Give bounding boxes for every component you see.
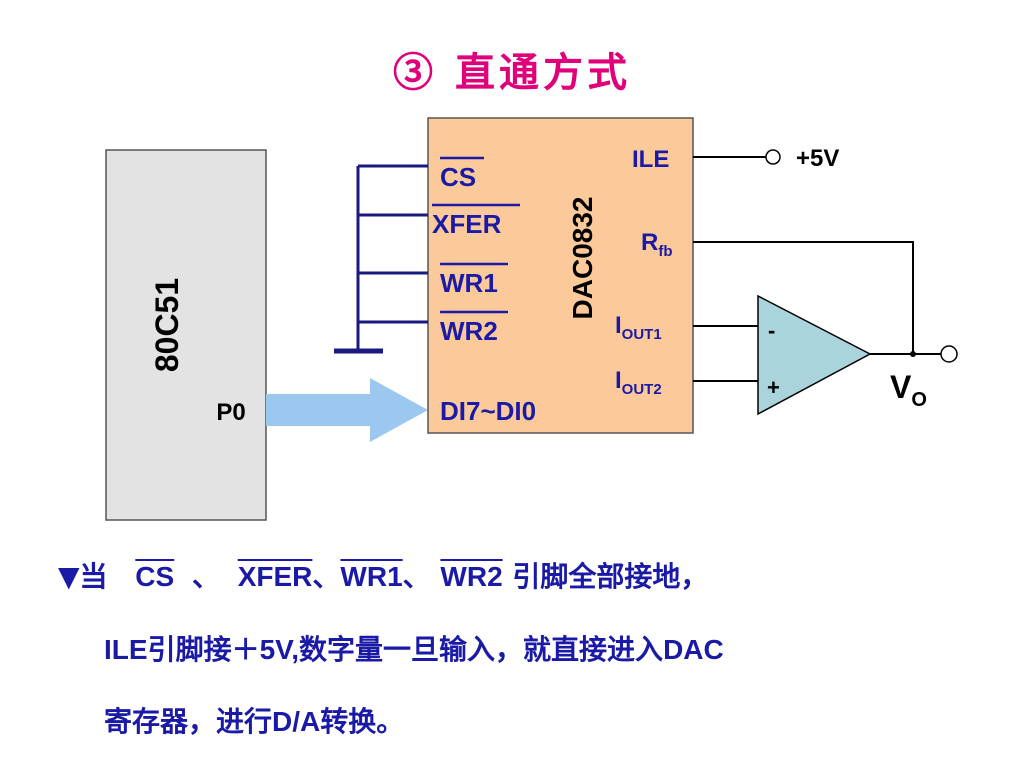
opamp-plus: + — [767, 375, 780, 400]
svg-text:IOUT2: IOUT2 — [615, 367, 662, 398]
desc-5v: 5V — [259, 634, 292, 665]
pin-iout1-sub: OUT1 — [622, 326, 662, 343]
output-label-main: V — [890, 369, 912, 405]
desc-dac: DAC — [663, 634, 724, 665]
pin-cs: CS — [440, 162, 476, 192]
data-bus-arrow — [266, 378, 428, 442]
svg-text:VO: VO — [890, 369, 927, 411]
svg-text:Rfb: Rfb — [641, 229, 673, 260]
description-line-2: ILE引脚接＋5V,数字量一旦输入，就直接进入DAC — [104, 628, 724, 668]
pin-wr1: WR1 — [440, 268, 498, 298]
svg-text:IOUT1: IOUT1 — [615, 312, 662, 343]
output-wires — [693, 156, 941, 382]
supply-label: +5V — [796, 145, 839, 172]
desc-tail: 引脚全部接地， — [512, 560, 709, 593]
desc-t4: 转换。 — [320, 705, 405, 738]
pin-iout1-main: I — [615, 312, 622, 339]
dac-label: DAC0832 — [567, 197, 598, 320]
pin-iout2-main: I — [615, 367, 622, 394]
mcu-label: 80C51 — [149, 278, 185, 372]
desc-xfer: XFER — [237, 561, 313, 592]
control-lines — [356, 164, 428, 350]
pin-rfb-main: R — [641, 229, 658, 256]
pin-iout2-sub: OUT2 — [622, 381, 662, 398]
opamp-minus: - — [768, 318, 775, 343]
opamp — [757, 294, 872, 416]
supply-terminal — [765, 149, 781, 165]
pin-xfer: XFER — [432, 209, 502, 239]
pin-ile: ILE — [632, 146, 669, 173]
desc-t3: 寄存器，进行 — [104, 705, 273, 738]
desc-t1: 引脚接＋ — [147, 633, 260, 666]
desc-t2: 数字量一旦输入，就直接进入 — [299, 633, 664, 666]
desc-cs: CS — [135, 561, 175, 592]
desc-wr2: WR2 — [440, 561, 503, 592]
description-line-3: 寄存器，进行D/A转换。 — [104, 700, 404, 740]
desc-comma: , — [291, 634, 300, 665]
pin-wr2: WR2 — [440, 316, 498, 346]
desc-ile: ILE — [104, 634, 148, 665]
desc-wr1: WR1 — [340, 561, 403, 592]
slide-title: ③ 直通方式 — [393, 49, 631, 96]
desc-sep3: 、 — [402, 560, 431, 593]
output-label-sub: O — [911, 389, 927, 411]
output-terminal — [940, 345, 958, 363]
pin-di: DI7~DI0 — [440, 396, 536, 426]
bullet-lead: ▼当 — [58, 560, 108, 593]
desc-sep1: 、 — [191, 560, 220, 593]
output-junction — [910, 351, 916, 357]
pin-overlines — [432, 156, 520, 314]
desc-da: D/A — [272, 706, 321, 737]
desc-sep2: 、 — [312, 560, 341, 593]
mcu-port-label: P0 — [216, 399, 245, 426]
circuit-diagram: 80C51 P0 DAC0832 CS XFER WR1 WR2 DI7~DI0… — [105, 117, 958, 521]
dac-block — [427, 117, 694, 434]
mcu-block — [105, 149, 267, 521]
description-line-1: ▼当 CS 、 XFER、WR1、 WR2 引脚全部接地， — [58, 555, 708, 595]
pin-rfb-sub: fb — [658, 243, 672, 260]
